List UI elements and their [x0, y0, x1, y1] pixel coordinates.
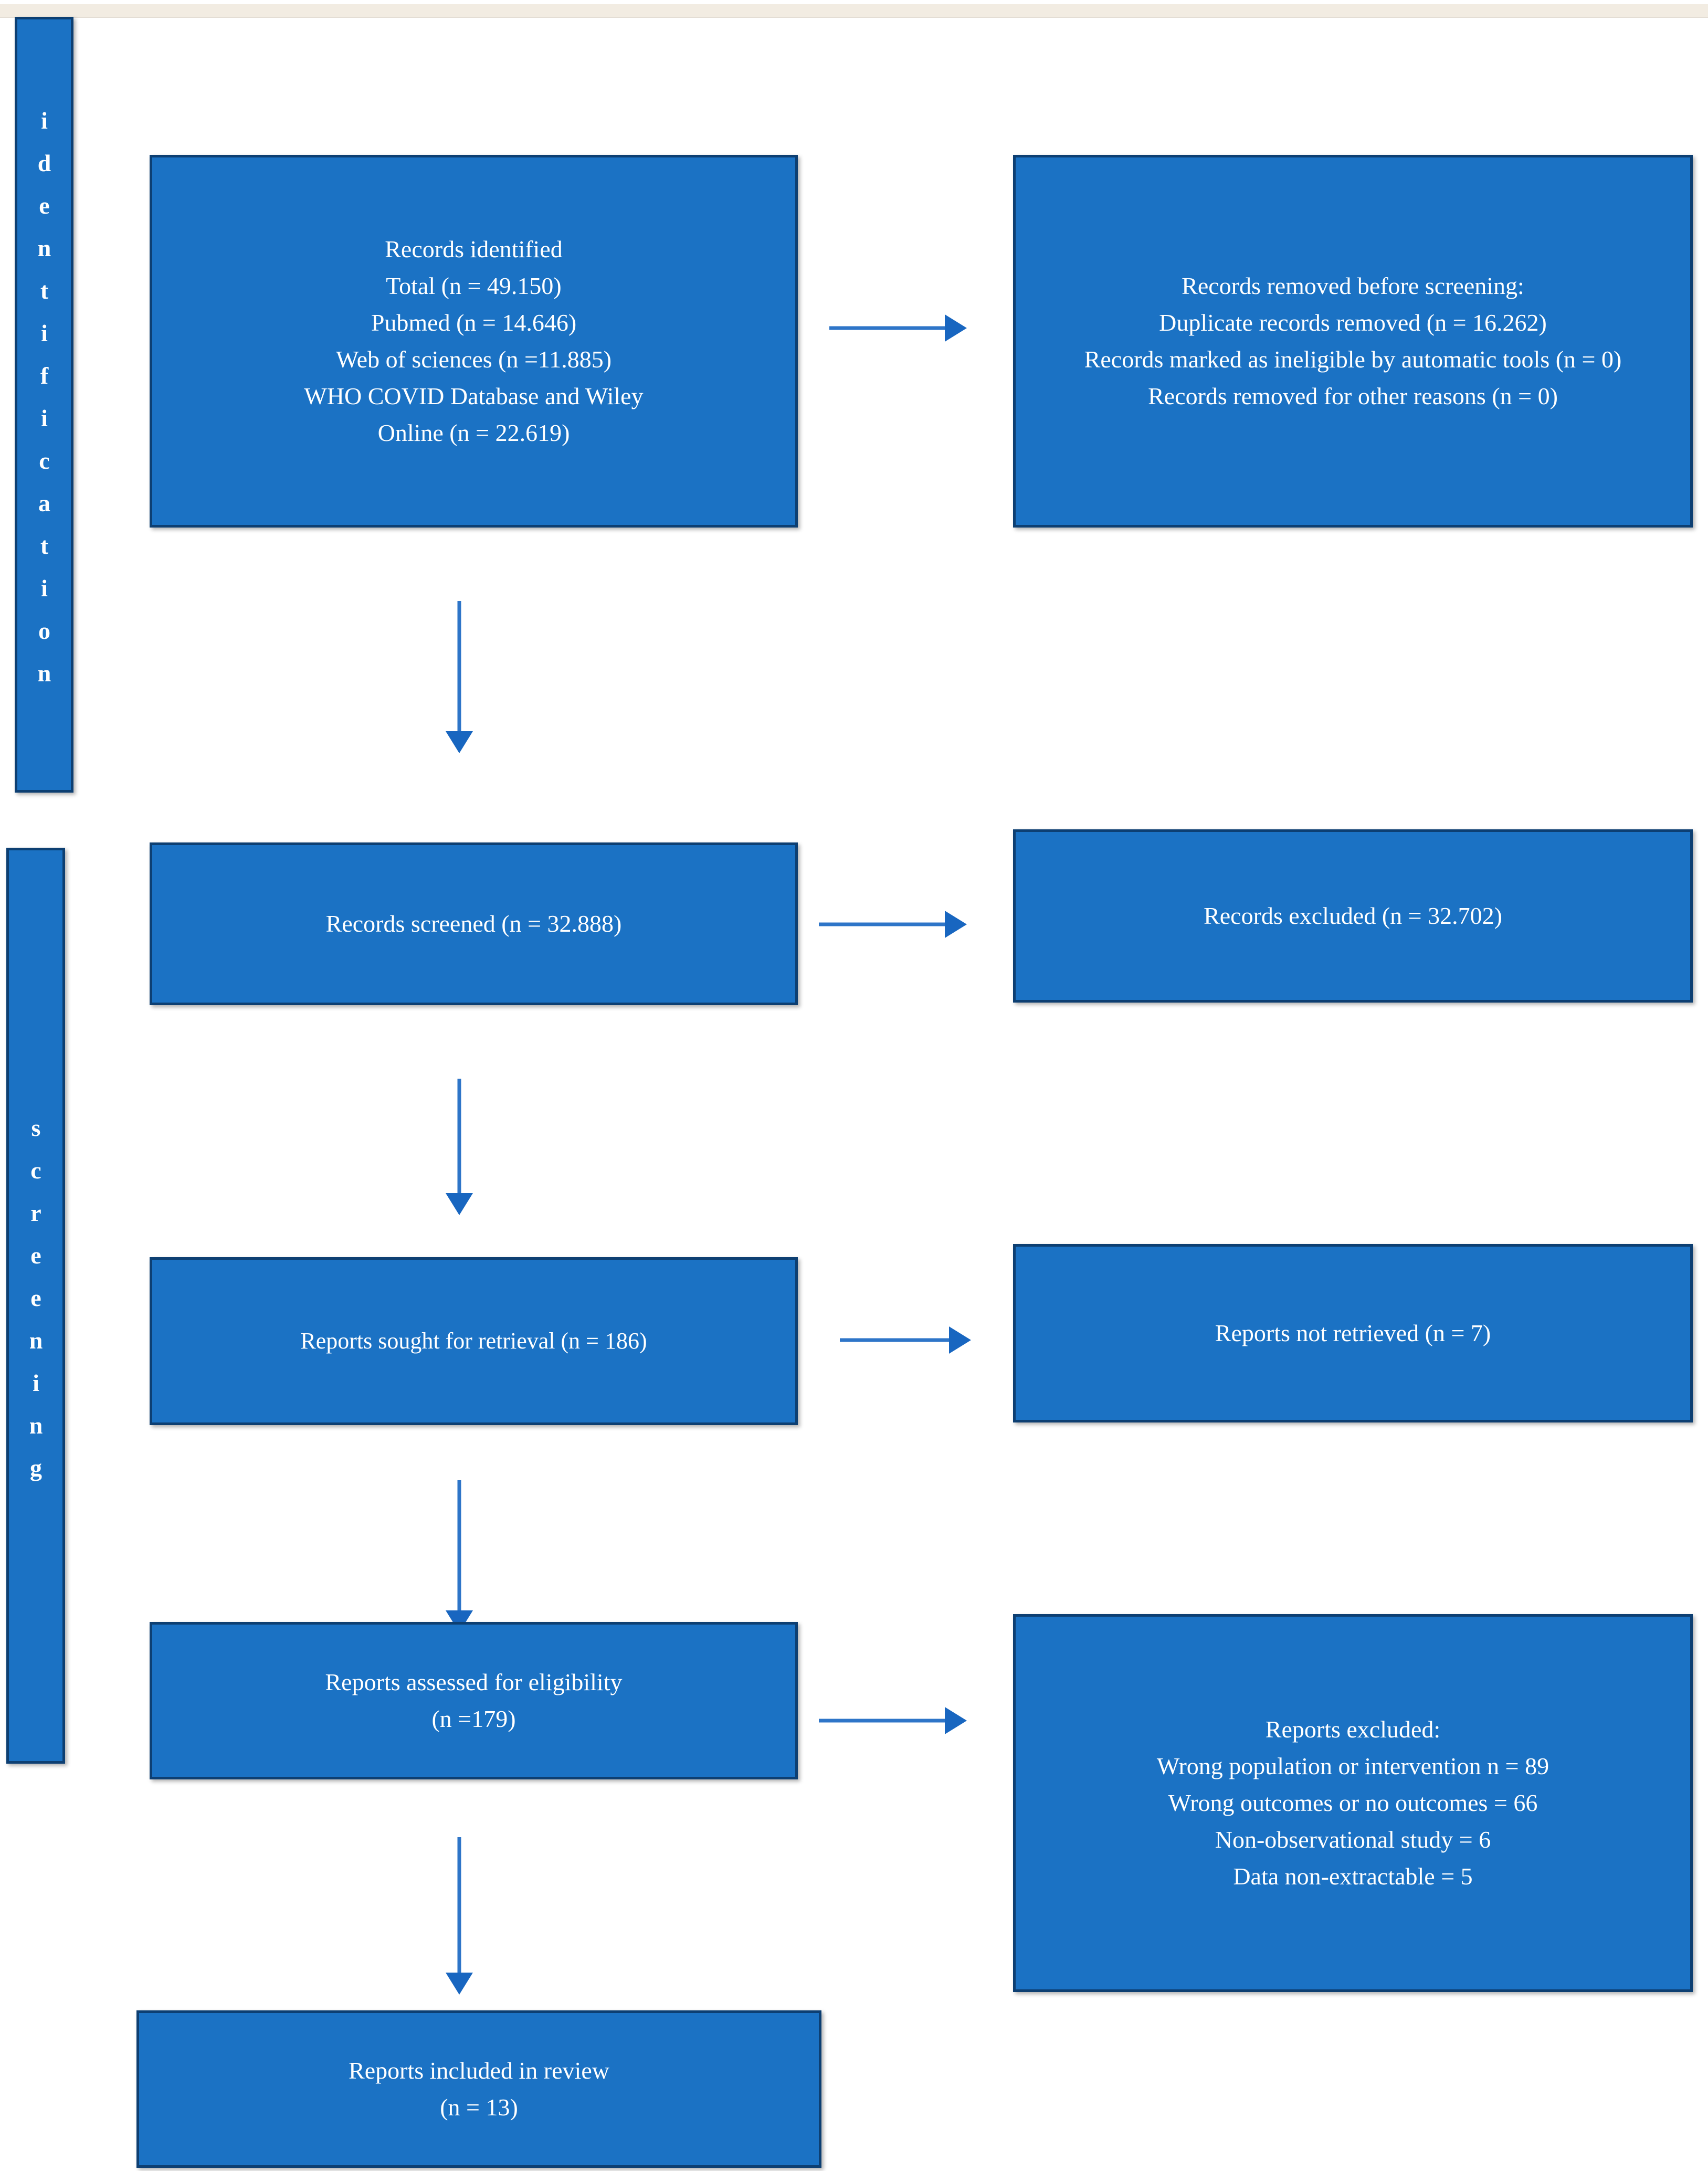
reports-included-line-2: (n = 13)	[440, 2094, 518, 2121]
records-identified-line-6: Online (n = 22.619)	[377, 419, 570, 446]
records-removed-line-1: Records removed before screening:	[1182, 272, 1524, 300]
arrow-shaft	[819, 922, 946, 926]
arrow-head	[446, 731, 473, 753]
reports-assessed-line-1: Reports assessed for eligibility	[325, 1669, 623, 1696]
arrow-shaft	[457, 1079, 461, 1194]
records-screened-line-1: Records screened (n = 32.888)	[325, 910, 622, 937]
stage-sidebar-identification: identification	[15, 17, 73, 793]
box-reports-included-in-review: Reports included in review (n = 13)	[136, 2010, 821, 2168]
stage-sidebar-screening: screening	[6, 848, 65, 1764]
arrow-shaft	[819, 1719, 946, 1723]
arrow-head	[446, 1193, 473, 1215]
records-identified-line-3: Pubmed (n = 14.646)	[371, 309, 577, 336]
records-identified-line-2: Total (n = 49.150)	[386, 272, 562, 300]
records-identified-line-1: Records identified	[385, 236, 563, 263]
arrow-shaft	[457, 601, 461, 732]
arrow-head	[949, 1326, 971, 1354]
reports-assessed-line-2: (n =179)	[431, 1705, 516, 1732]
reports-excluded-line-3: Wrong outcomes or no outcomes = 66	[1168, 1789, 1538, 1817]
stage-label-screening: screening	[23, 1114, 49, 1497]
box-reports-not-retrieved: Reports not retrieved (n = 7)	[1013, 1244, 1693, 1422]
records-excluded-line-1: Records excluded (n = 32.702)	[1204, 902, 1502, 930]
reports-not-retrieved-line-1: Reports not retrieved (n = 7)	[1215, 1320, 1491, 1347]
box-reports-excluded: Reports excluded: Wrong population or in…	[1013, 1614, 1693, 1992]
arrow-assessed-to-included	[444, 1837, 475, 1995]
box-records-screened: Records screened (n = 32.888)	[150, 842, 798, 1005]
arrow-head	[945, 314, 967, 342]
arrow-shaft	[829, 326, 946, 330]
arrow-identified-to-removed	[829, 311, 967, 345]
reports-excluded-line-2: Wrong population or intervention n = 89	[1156, 1753, 1549, 1780]
arrow-screened-to-excluded	[819, 907, 967, 942]
box-reports-sought-for-retrieval: Reports sought for retrieval (n = 186)	[150, 1257, 798, 1425]
records-identified-line-4: Web of sciences (n =11.885)	[335, 346, 612, 373]
arrow-shaft	[457, 1837, 461, 1974]
reports-excluded-line-5: Data non-extractable = 5	[1233, 1862, 1473, 1890]
arrow-screened-to-sought	[444, 1079, 475, 1215]
arrow-assessed-to-reports-excluded	[819, 1703, 967, 1738]
reports-sought-line-1: Reports sought for retrieval (n = 186)	[300, 1327, 647, 1354]
box-records-removed-before-screening: Records removed before screening: Duplic…	[1013, 155, 1693, 528]
records-removed-line-3: Records marked as ineligible by automati…	[1084, 346, 1622, 373]
reports-included-line-1: Reports included in review	[349, 2057, 609, 2084]
arrow-shaft	[457, 1480, 461, 1611]
box-records-identified: Records identified Total (n = 49.150) Pu…	[150, 155, 798, 528]
arrow-head	[446, 1973, 473, 1995]
arrow-identified-to-screened	[444, 601, 475, 753]
records-removed-line-2: Duplicate records removed (n = 16.262)	[1159, 309, 1547, 336]
reports-excluded-line-4: Non-observational study = 6	[1215, 1826, 1491, 1853]
reports-excluded-line-1: Reports excluded:	[1265, 1716, 1441, 1743]
page-top-strip	[0, 4, 1708, 18]
box-reports-assessed-for-eligibility: Reports assessed for eligibility (n =179…	[150, 1622, 798, 1779]
arrow-sought-to-assessed	[444, 1480, 475, 1632]
arrow-shaft	[840, 1338, 950, 1342]
arrow-sought-to-not-retrieved	[840, 1323, 971, 1357]
arrow-head	[945, 1707, 967, 1734]
records-identified-line-5: WHO COVID Database and Wiley	[304, 382, 644, 409]
box-records-excluded: Records excluded (n = 32.702)	[1013, 829, 1693, 1003]
records-removed-line-4: Records removed for other reasons (n = 0…	[1148, 382, 1558, 409]
arrow-head	[945, 911, 967, 938]
stage-label-identification: identification	[31, 107, 58, 702]
